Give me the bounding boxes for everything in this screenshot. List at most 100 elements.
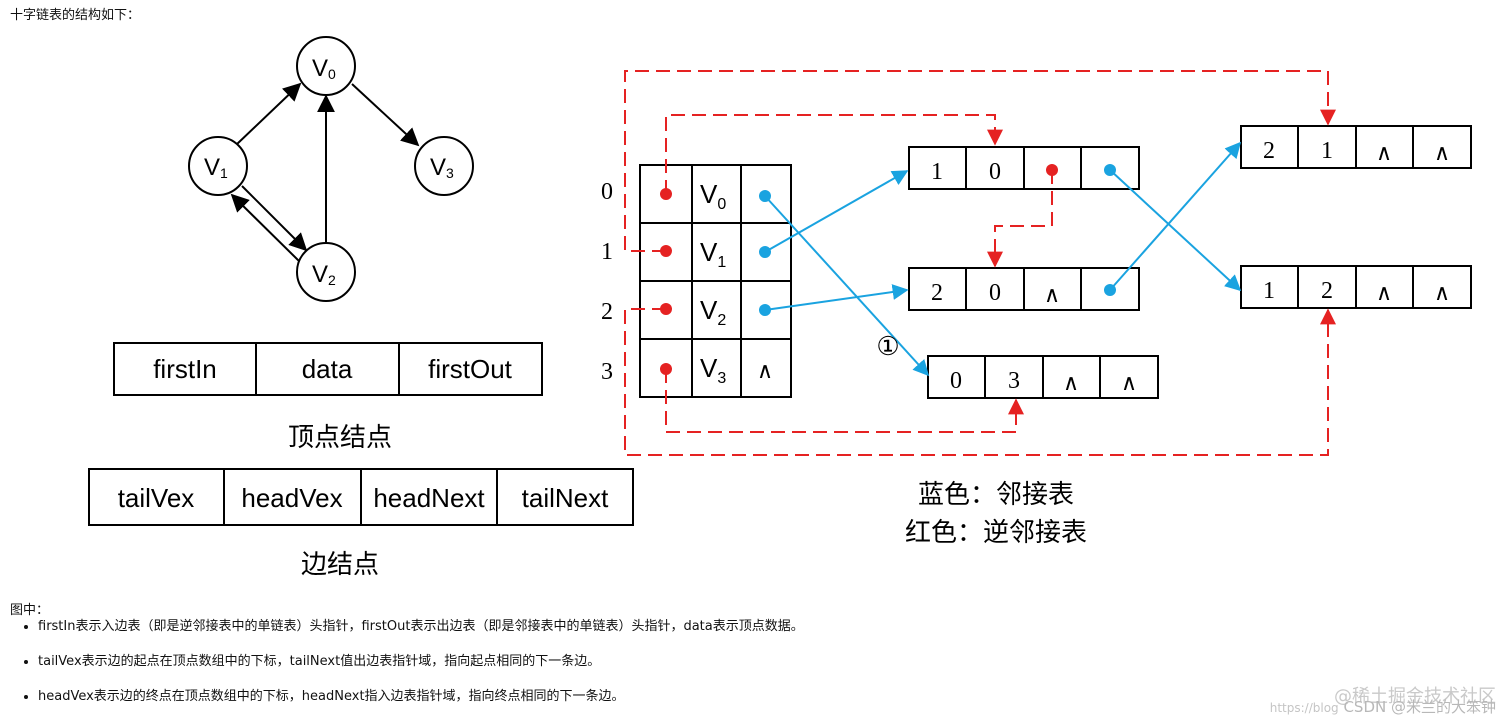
list-item: firstIn表示入边表（即是逆邻接表中的单链表）头指针，firstOut表示出… <box>38 618 1238 636</box>
edge-tail-value: 1 <box>1263 278 1275 304</box>
red-dot <box>660 303 672 315</box>
graph-vertex: V1 <box>188 136 248 196</box>
list-item: headVex表示边的终点在顶点数组中的下标，headNext指入边表指针域，指… <box>38 688 1238 706</box>
blue-arrow <box>764 284 909 311</box>
blue-arrow <box>764 170 909 253</box>
red-dot <box>660 245 672 257</box>
array-index: 0 <box>601 179 613 205</box>
graph-vertex: V2 <box>296 242 356 302</box>
edge-node-box: 2 1 ∧ ∧ <box>1240 125 1472 169</box>
svg-text:V1: V1 <box>204 154 228 181</box>
red-dot <box>660 363 672 375</box>
edge-tail-value: 2 <box>1263 138 1275 164</box>
notes-list: firstIn表示入边表（即是逆邻接表中的单链表）头指针，firstOut表示出… <box>22 618 1238 723</box>
legend-blue: 蓝色：邻接表 <box>918 480 1074 509</box>
legend-red: 红色：逆邻接表 <box>905 518 1087 547</box>
red-dot <box>1046 164 1058 176</box>
vertex-node-field: firstIn <box>153 354 217 384</box>
blue-dot <box>759 190 771 202</box>
vertex-node-caption: 顶点结点 <box>288 423 392 452</box>
null-symbol: ∧ <box>1376 280 1392 305</box>
vertex-node-field: data <box>302 354 353 384</box>
edge-node-box: 1 2 ∧ ∧ <box>1240 265 1472 309</box>
blue-dot <box>1104 164 1116 176</box>
edge-node-box: 0 3 ∧ ∧ <box>927 355 1159 399</box>
blue-dot <box>759 246 771 258</box>
svg-text:V2: V2 <box>312 261 336 288</box>
array-vertex-label: V0 <box>700 179 726 213</box>
graph-edge <box>241 185 308 252</box>
directed-graph: V0 V1 V2 V3 <box>188 36 474 302</box>
vertex-subscript: 1 <box>220 165 228 181</box>
red-arrow <box>987 170 1053 268</box>
red-dot <box>660 188 672 200</box>
vertex-node-diagram: firstIn data firstOut 顶点结点 <box>113 342 543 452</box>
svg-text:V3: V3 <box>430 154 454 181</box>
circled-number-label: ① <box>876 332 899 361</box>
list-item: tailVex表示边的起点在顶点数组中的下标，tailNext值出边表指针域，指… <box>38 653 1238 671</box>
array-index: 3 <box>601 359 613 385</box>
red-arrow <box>665 114 1003 194</box>
graph-vertex: V0 <box>296 36 356 96</box>
watermark-csdn: https://blog CSDN @米兰的大笨钟 <box>1270 696 1496 717</box>
red-arrow <box>624 70 1336 252</box>
vertex-label: V <box>312 55 328 82</box>
null-symbol: ∧ <box>757 358 773 383</box>
watermark-author: CSDN @米兰的大笨钟 <box>1343 698 1496 716</box>
array-vertex-label: V3 <box>700 353 726 387</box>
blue-dot <box>759 304 771 316</box>
edge-node-box: 1 0 <box>908 146 1140 190</box>
edge-node-field: tailNext <box>522 483 609 513</box>
graph-edge <box>351 83 420 147</box>
null-symbol: ∧ <box>1434 280 1450 305</box>
edge-node-field: headNext <box>373 483 485 513</box>
array-vertex-label: V2 <box>700 295 726 329</box>
null-symbol: ∧ <box>1376 140 1392 165</box>
graph-edge <box>235 82 302 146</box>
array-index: 1 <box>601 239 613 265</box>
null-symbol: ∧ <box>1434 140 1450 165</box>
svg-text:V0: V0 <box>312 55 336 82</box>
edge-tail-value: 1 <box>931 159 943 185</box>
blue-arrow <box>1109 141 1242 291</box>
null-symbol: ∧ <box>1063 370 1079 395</box>
vertex-label: V <box>430 154 446 181</box>
blue-dot <box>1104 284 1116 296</box>
vertex-label: V <box>204 154 220 181</box>
caption-label: 图中： <box>10 603 50 618</box>
vertex-subscript: 0 <box>328 66 336 82</box>
blue-arrow <box>1109 169 1242 292</box>
edge-tail-value: 0 <box>950 368 962 394</box>
red-dots <box>660 164 1058 375</box>
edge-head-value: 0 <box>989 159 1001 185</box>
vertex-subscript: 3 <box>446 165 454 181</box>
edge-node-diagram: tailVex headVex headNext tailNext 边结点 <box>88 468 634 579</box>
red-pointers <box>624 70 1336 456</box>
edge-node-caption: 边结点 <box>301 550 379 579</box>
vertex-subscript: 2 <box>328 272 336 288</box>
edge-head-value: 3 <box>1008 368 1020 394</box>
edge-node-field: headVex <box>241 483 342 513</box>
blue-dots <box>759 164 1116 316</box>
array-index: 2 <box>601 299 613 325</box>
intro-text: 十字链表的结构如下： <box>10 8 141 23</box>
red-arrow <box>665 369 1024 433</box>
vertex-label: V <box>312 261 328 288</box>
vertex-node-field: firstOut <box>428 354 513 384</box>
watermark-juejin: @稀土掘金技术社区 <box>1334 686 1496 707</box>
graph-vertex: V3 <box>414 136 474 196</box>
vertex-array: 0 1 2 3 V0 V1 V2 V3 ∧ <box>601 164 792 398</box>
edge-tail-value: 2 <box>931 280 943 306</box>
red-arrow <box>624 308 1336 456</box>
blue-arrow <box>764 195 930 377</box>
null-symbol: ∧ <box>1044 282 1060 307</box>
edge-head-value: 1 <box>1321 138 1333 164</box>
blue-pointers <box>764 141 1242 377</box>
orthogonal-list-figure: V0 V1 V2 V3 firstIn data firstOut 顶点结点 t… <box>88 36 1472 579</box>
null-symbol: ∧ <box>1121 370 1137 395</box>
watermark-url: https://blog <box>1269 701 1339 715</box>
graph-edge <box>230 193 301 263</box>
edge-node-box: 2 0 ∧ <box>908 267 1140 311</box>
edge-head-value: 2 <box>1321 278 1333 304</box>
edge-head-value: 0 <box>989 280 1001 306</box>
